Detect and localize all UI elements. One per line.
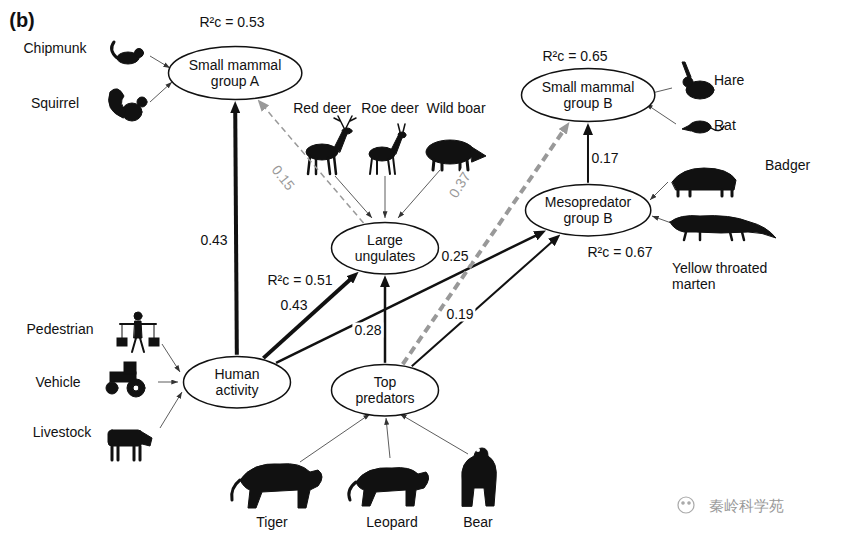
path-arrow <box>235 109 237 355</box>
label-text: R²c = 0.51 <box>268 272 333 288</box>
label-text: Bear <box>463 514 493 530</box>
label-text: Squirrel <box>31 95 79 111</box>
ellipse-shape <box>168 47 301 100</box>
path-arrow <box>384 283 387 363</box>
panel-letter: (b) <box>9 9 35 31</box>
label-text: R²c = 0.65 <box>543 48 608 64</box>
node-label: Human activity <box>197 366 277 398</box>
path-coefficient: 0.25 <box>439 249 470 264</box>
label-text: Chipmunk <box>23 40 86 56</box>
path-ellipse: Large ungulates <box>330 221 440 275</box>
watermark-icon <box>678 497 694 513</box>
leader-lines <box>150 56 676 462</box>
label-text: Yellow throated marten <box>672 260 787 292</box>
label-text: Vehicle <box>35 374 80 390</box>
ellipse-shape <box>332 364 439 415</box>
label-text: Hare <box>714 72 744 88</box>
node-label: Top predators <box>345 374 425 406</box>
path-coefficient: 0.37 <box>445 168 474 202</box>
ellipse-shape <box>184 356 291 407</box>
label-text: Red deer <box>293 100 351 116</box>
path-ellipse: Small mammal group A <box>167 45 303 101</box>
path-ellipse: Small mammal group B <box>520 67 656 123</box>
label-text: Tiger <box>256 514 287 530</box>
path-ellipse: Top predators <box>330 363 440 417</box>
node-label: Small mammal group B <box>538 79 638 111</box>
ellipse-shape <box>332 222 439 273</box>
label-text: R²c = 0.67 <box>588 244 653 260</box>
watermark: 秦岭科学苑 <box>709 497 784 514</box>
path-coefficient: 0.15 <box>267 161 298 195</box>
node-label: Mesopredator group B <box>538 194 638 226</box>
path-coefficient: 0.43 <box>198 233 229 248</box>
ellipse-shape <box>521 69 654 122</box>
path-coefficient: 0.28 <box>352 323 383 338</box>
label-text: Badger <box>765 157 810 173</box>
path-ellipse: Human activity <box>182 355 292 409</box>
path-ellipse: Mesopredator group B <box>524 183 652 237</box>
label-text: R²c = 0.53 <box>200 14 265 30</box>
path-coefficient: 0.17 <box>589 151 620 166</box>
node-label: Small mammal group A <box>185 57 285 89</box>
label-text: Leopard <box>366 514 417 530</box>
ellipse-shape <box>525 184 650 235</box>
label-text: Roe deer <box>361 100 419 116</box>
path-coefficient: 0.19 <box>444 307 475 322</box>
label-text: Pedestrian <box>27 321 94 337</box>
path-arrow <box>263 105 364 222</box>
path-coefficient: 0.43 <box>278 298 309 313</box>
label-text: Livestock <box>33 424 91 440</box>
label-text: Rat <box>714 117 736 133</box>
node-label: Large ungulates <box>340 232 430 264</box>
label-text: Wild boar <box>426 100 485 116</box>
